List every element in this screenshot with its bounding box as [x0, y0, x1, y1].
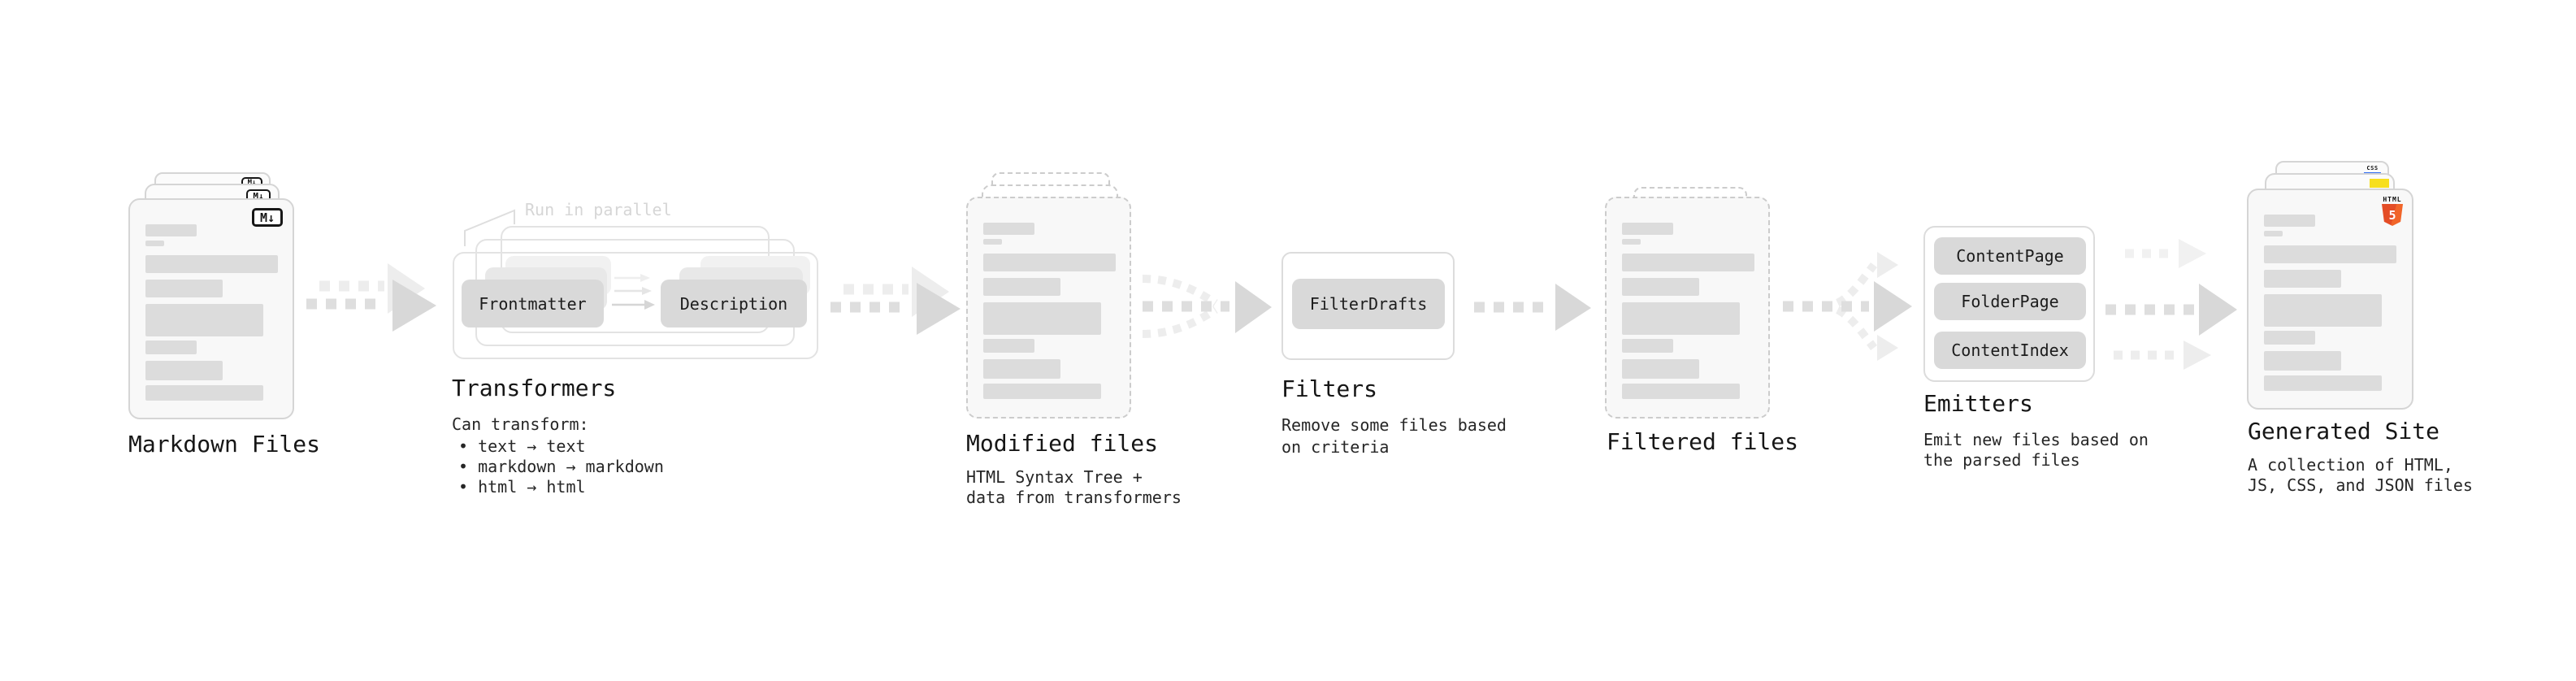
text-line-bar [2264, 331, 2315, 345]
transformer-box-description: Description [661, 280, 807, 327]
emitter-box-folderpage: FolderPage [1934, 283, 2086, 320]
text-line-bar [145, 361, 223, 380]
text-line-bar [2264, 245, 2396, 263]
text-line-bar [983, 239, 1002, 245]
text-line-bar [2264, 351, 2341, 371]
text-line-bar [983, 223, 1034, 235]
bullet-line: • html → html [458, 477, 586, 497]
text-line-bar [983, 254, 1116, 271]
text-line-bar [1622, 359, 1699, 379]
flow-arrow-filtered-to-emitters-split [1783, 252, 1912, 361]
text-line-bar [145, 255, 278, 273]
flow-arrows-emitters-to-generated [2105, 239, 2237, 370]
flow-arrow-markdown-to-transformers [306, 263, 436, 332]
document-card-front [1605, 197, 1770, 419]
stage-title: Generated Site [2248, 418, 2440, 445]
stage-description-line: A collection of HTML, [2248, 455, 2453, 475]
text-line-bar [1622, 384, 1740, 399]
filter-box-filterdrafts: FilterDrafts [1292, 279, 1445, 329]
text-line-bar [145, 304, 263, 336]
js-badge-icon [2370, 179, 2389, 188]
text-line-bar [2264, 215, 2315, 227]
text-line-bar [1622, 254, 1754, 271]
text-line-bar [983, 384, 1101, 399]
document-card-front [966, 197, 1131, 419]
bullet-line: • markdown → markdown [458, 457, 664, 476]
text-line-bar [2264, 375, 2382, 391]
parallel-note: Run in parallel [525, 200, 672, 219]
stage-title: Emitters [1923, 390, 2033, 417]
text-line-bar [145, 224, 197, 236]
stage-description-line: Emit new files based on [1923, 430, 2149, 449]
document-card-front: M↓ [128, 198, 294, 419]
stage-description-line: the parsed files [1923, 450, 2080, 470]
note-leader-line [464, 209, 515, 246]
text-line-bar [145, 340, 197, 354]
stage-description-heading: Can transform: [452, 414, 589, 434]
text-line-bar [145, 385, 263, 401]
flow-arrow-filters-to-filtered [1474, 284, 1591, 331]
transformer-layer-front [453, 252, 818, 359]
emitter-box-contentpage: ContentPage [1934, 237, 2086, 275]
flow-arrow-modified-to-filters-merge [1142, 275, 1272, 338]
stage-title: Transformers [452, 375, 617, 401]
stage-description-line: JS, CSS, and JSON files [2248, 475, 2473, 495]
stage-title: Modified files [966, 430, 1159, 457]
text-line-bar [1622, 223, 1673, 235]
text-line-bar [2264, 231, 2283, 236]
document-card-front: HTML 5 [2247, 189, 2413, 410]
text-line-bar [2264, 270, 2341, 288]
text-line-bar [1622, 239, 1641, 245]
transformer-box-frontmatter: Frontmatter [462, 280, 604, 327]
text-line-bar [983, 278, 1060, 296]
stage-description-line: on criteria [1281, 437, 1390, 457]
text-line-bar [983, 359, 1060, 379]
stage-description-line: Remove some files based [1281, 415, 1507, 435]
bullet-line: • text → text [458, 436, 586, 456]
stage-title: Filters [1281, 375, 1378, 402]
text-line-bar [983, 302, 1101, 335]
stage-description-line: data from transformers [966, 488, 1182, 507]
text-line-bar [145, 241, 164, 246]
text-line-bar [1622, 302, 1740, 335]
html5-icon: HTML 5 [2381, 196, 2404, 226]
transform-step-arrows [612, 274, 655, 310]
markdown-icon: M↓ [252, 208, 283, 227]
emitter-box-contentindex: ContentIndex [1934, 332, 2086, 369]
stage-title: Filtered files [1607, 428, 1799, 455]
stage-title: Markdown Files [128, 431, 321, 458]
text-line-bar [983, 339, 1034, 353]
text-line-bar [1622, 339, 1673, 353]
stage-description-line: HTML Syntax Tree + [966, 467, 1143, 487]
text-line-bar [2264, 294, 2382, 327]
flow-arrow-transformers-to-modified [830, 267, 961, 335]
text-line-bar [145, 280, 223, 297]
text-line-bar [1622, 278, 1699, 296]
